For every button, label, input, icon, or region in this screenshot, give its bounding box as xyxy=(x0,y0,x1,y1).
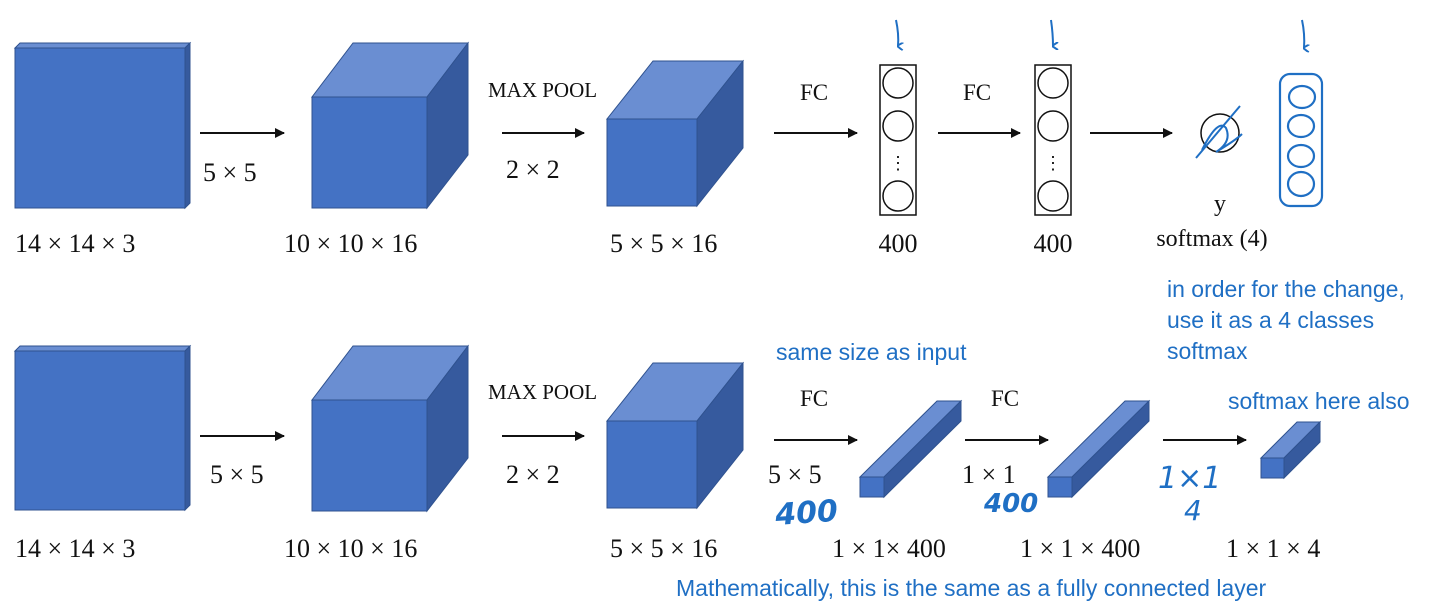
top-fc1-neurons xyxy=(879,64,917,216)
bottom-pool-filter: 2 × 2 xyxy=(506,460,560,489)
output-softmax-label: softmax (4) xyxy=(1156,226,1267,252)
bottom-input-dim: 14 × 14 × 3 xyxy=(15,534,135,563)
bottom-fc2-dim: 1 × 1 × 400 xyxy=(1020,534,1140,563)
bottom-pool-dim: 5 × 5 × 16 xyxy=(610,534,717,563)
bottom-input-volume xyxy=(13,344,192,512)
bottom-fc1-filter: 5 × 5 xyxy=(768,460,822,489)
top-pool-volume xyxy=(605,59,745,208)
bottom-output-volume xyxy=(1259,420,1322,480)
crossed-out-output-circle xyxy=(1195,105,1243,159)
top-fc1-label: FC xyxy=(800,80,828,105)
bottom-maxpool-label: MAX POOL xyxy=(488,380,597,404)
neuron xyxy=(1037,110,1069,142)
top-fc2-neurons xyxy=(1034,64,1072,216)
bottom-pool-volume xyxy=(605,361,745,510)
change-note-line-1: in order for the change, xyxy=(1167,276,1405,302)
handwritten-400-a: 400 xyxy=(773,494,839,533)
down-arrow-icon xyxy=(1050,19,1053,46)
change-note-line-3: softmax xyxy=(1167,338,1248,364)
handwritten-4: 4 xyxy=(1184,494,1202,527)
neuron xyxy=(882,67,914,99)
top-row: 14 × 14 × 3 5 × 5 10 × 10 × 16 MAX POOL … xyxy=(13,19,1324,258)
change-note: in order for the change, use it as a 4 c… xyxy=(1167,276,1405,364)
same-size-note: same size as input xyxy=(776,339,967,365)
output-y-label: y xyxy=(1214,191,1226,217)
softmax-also-note: softmax here also xyxy=(1228,388,1410,414)
top-conv-volume xyxy=(310,41,470,210)
neuron xyxy=(882,110,914,142)
bottom-conv-volume xyxy=(310,344,470,513)
bottom-fc1-volume xyxy=(858,399,963,499)
top-maxpool-label: MAX POOL xyxy=(488,78,597,102)
bottom-conv-filter: 5 × 5 xyxy=(210,460,264,489)
top-input-dim: 14 × 14 × 3 xyxy=(15,229,135,258)
top-pool-dim: 5 × 5 × 16 xyxy=(610,229,717,258)
top-conv-filter: 5 × 5 xyxy=(203,158,257,187)
top-fc2-dim: 400 xyxy=(1034,229,1073,258)
bottom-fc2-label: FC xyxy=(991,386,1019,411)
bottom-output-dim: 1 × 1 × 4 xyxy=(1226,534,1320,563)
change-note-line-2: use it as a 4 classes xyxy=(1167,307,1374,333)
bottom-row: 14 × 14 × 3 5 × 5 10 × 10 × 16 MAX POOL … xyxy=(13,344,1322,563)
handwritten-1x1: 1×1 xyxy=(1158,461,1221,496)
bottom-conv-dim: 10 × 10 × 16 xyxy=(284,534,417,563)
neuron xyxy=(882,180,914,212)
top-fc2-ellipsis: ⋮ xyxy=(1044,153,1062,173)
bottom-fc2-filter: 1 × 1 xyxy=(962,460,1016,489)
top-fc1-ellipsis: ⋮ xyxy=(889,153,907,173)
math-note: Mathematically, this is the same as a fu… xyxy=(676,575,1267,601)
top-pool-filter: 2 × 2 xyxy=(506,155,560,184)
bottom-fc1-dim: 1 × 1× 400 xyxy=(832,534,946,563)
top-fc1-dim: 400 xyxy=(879,229,918,258)
bottom-fc2-volume xyxy=(1046,399,1151,499)
neuron xyxy=(1037,67,1069,99)
top-fc2-label: FC xyxy=(963,80,991,105)
top-input-volume xyxy=(13,41,192,210)
top-conv-dim: 10 × 10 × 16 xyxy=(284,229,417,258)
bottom-fc1-label: FC xyxy=(800,386,828,411)
neuron xyxy=(1037,180,1069,212)
down-arrow-icon xyxy=(1301,19,1304,48)
handwritten-400-b: 400 xyxy=(983,489,1038,519)
down-arrow-icon xyxy=(895,19,898,46)
handwritten-softmax-column xyxy=(1278,72,1324,208)
